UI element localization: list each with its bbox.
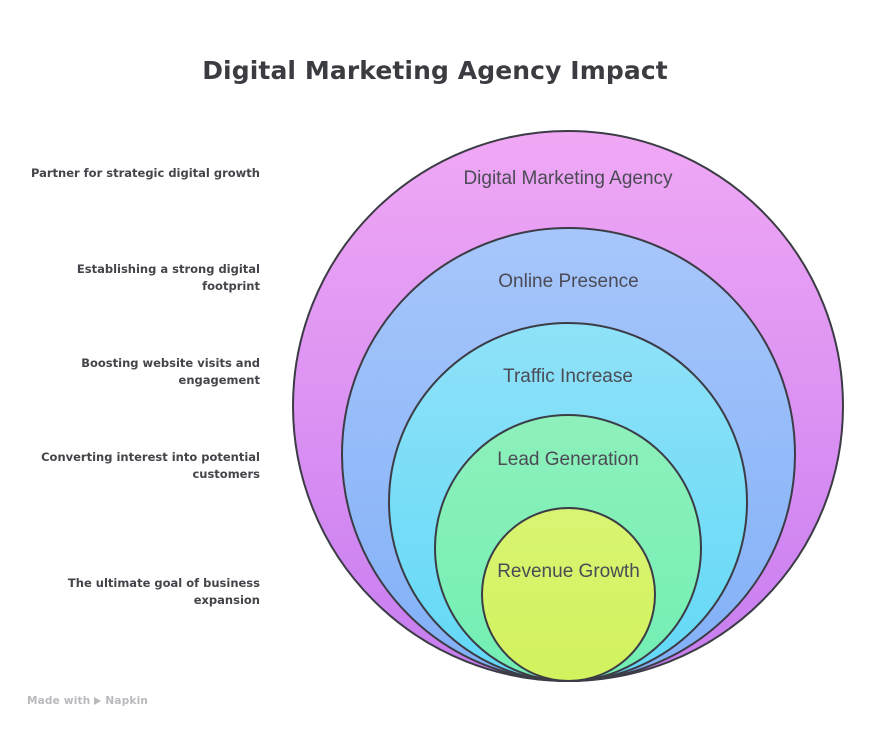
description-label: The ultimate goal of business expansion bbox=[67, 576, 260, 607]
watermark-prefix: Made with bbox=[27, 695, 91, 707]
watermark: Made with Napkin bbox=[27, 695, 148, 707]
circle-ring-label: Lead Generation bbox=[497, 449, 639, 470]
description-label: Boosting website visits and engagement bbox=[81, 356, 260, 387]
page-title: Digital Marketing Agency Impact bbox=[202, 56, 668, 85]
circle-ring-label: Revenue Growth bbox=[497, 561, 640, 582]
play-triangle-icon bbox=[94, 697, 102, 705]
description-label: Converting interest into potential custo… bbox=[41, 450, 260, 481]
description-label: Establishing a strong digital footprint bbox=[76, 262, 260, 293]
watermark-brand: Napkin bbox=[105, 695, 149, 707]
circle-ring-level-5[interactable]: Revenue Growth bbox=[481, 507, 656, 682]
description-label: Partner for strategic digital growth bbox=[30, 166, 260, 180]
circle-ring-label: Digital Marketing Agency bbox=[463, 168, 673, 189]
